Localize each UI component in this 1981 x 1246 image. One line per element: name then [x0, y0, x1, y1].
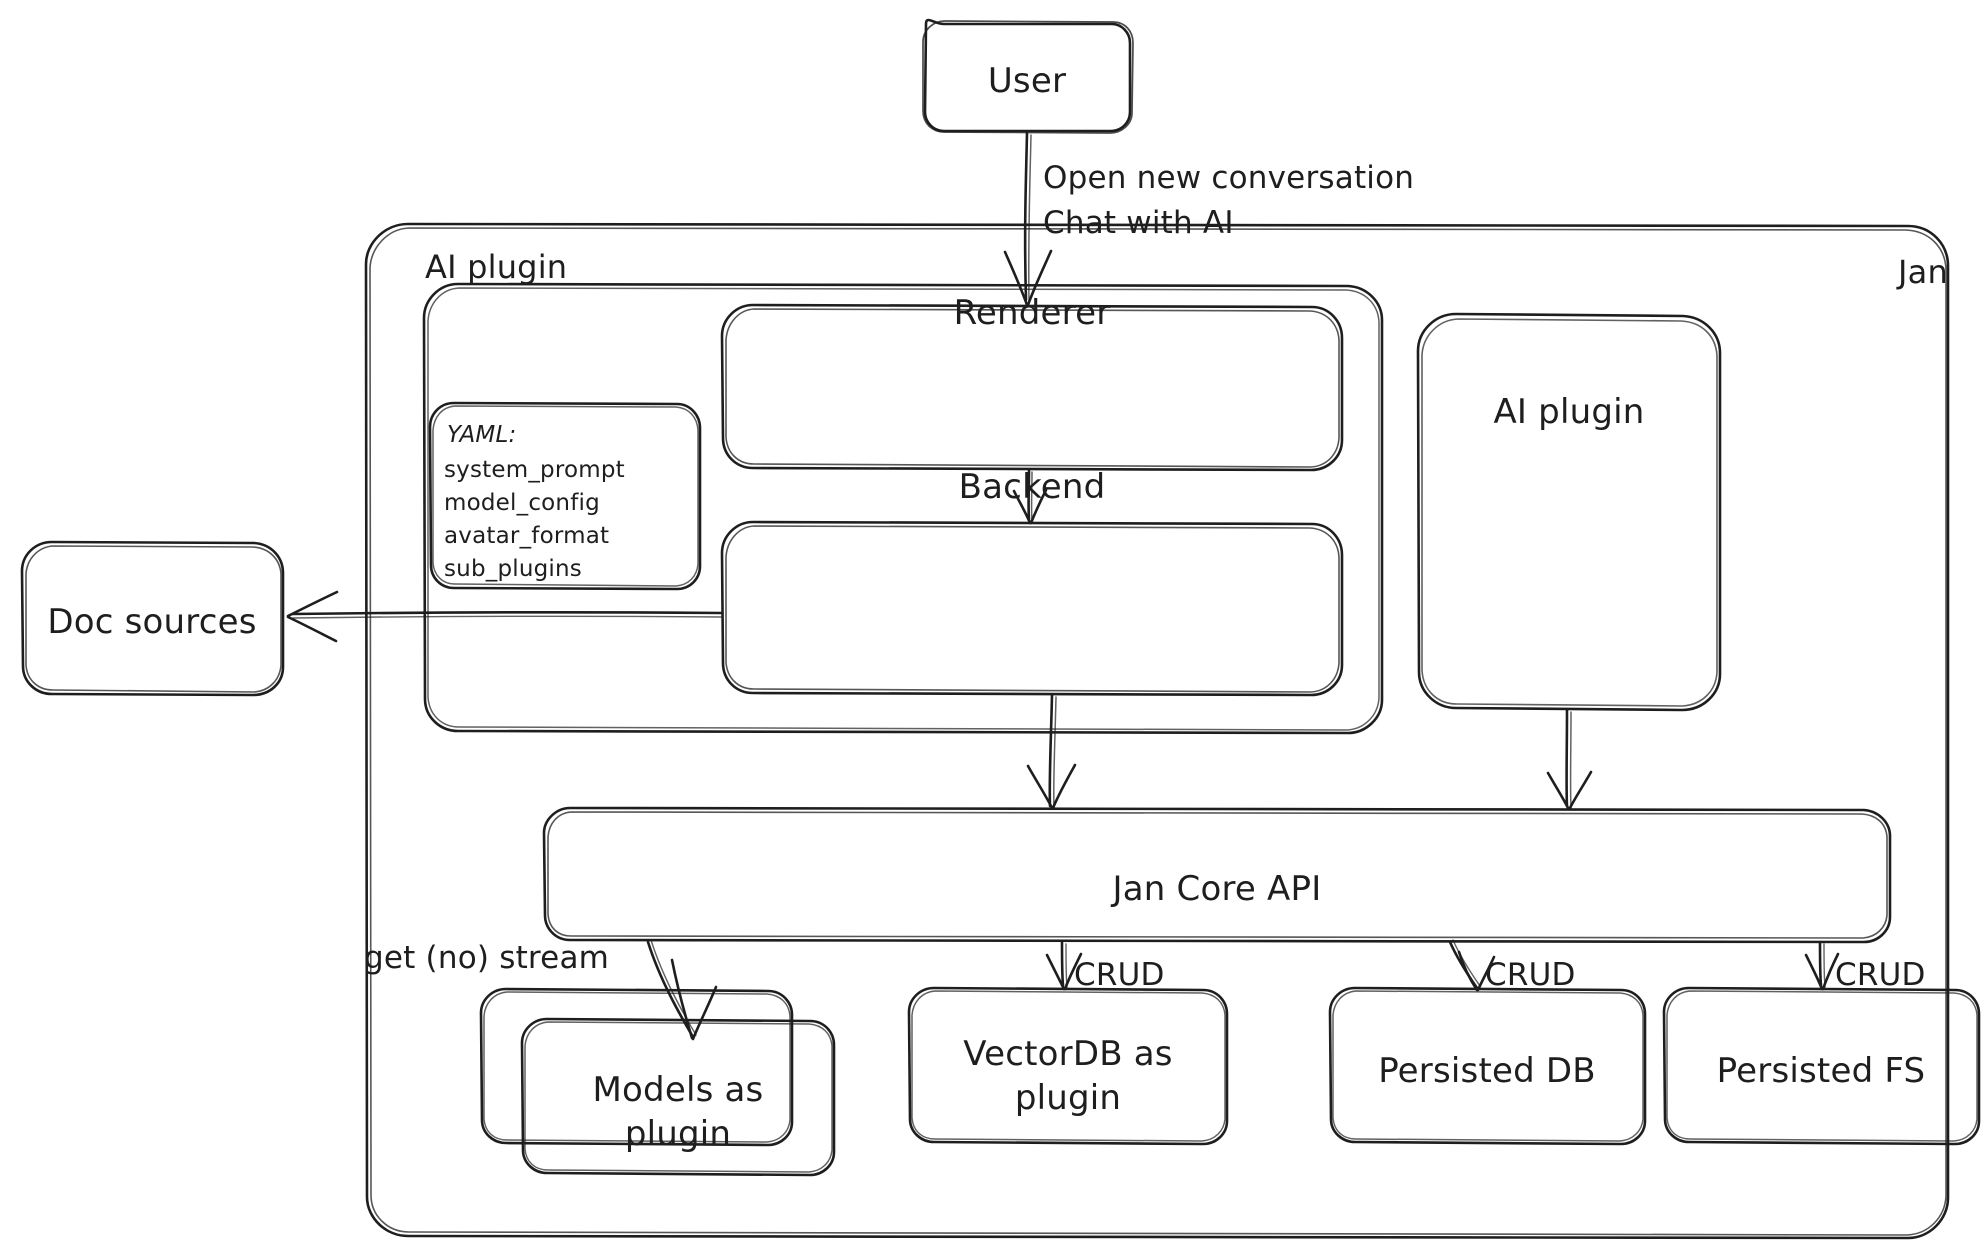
- arrow-core-to-models: [646, 939, 718, 1041]
- jan-core-api-box-shape: [542, 806, 1892, 944]
- persisted-fs-box-shape: [1662, 986, 1981, 1146]
- arrow-user-to-renderer: [1003, 131, 1053, 307]
- arrow-ai-plugin-to-core: [1546, 708, 1593, 810]
- user-box-shape: [922, 18, 1134, 134]
- arrow-core-to-persisted-fs: [1804, 940, 1840, 991]
- ai-plugin-group-shape: [422, 282, 1384, 735]
- persisted-db-box-shape: [1328, 986, 1647, 1146]
- arrow-backend-to-doc-sources: [286, 590, 724, 643]
- arrow-backend-to-core: [1026, 693, 1077, 810]
- arrow-core-to-persisted-db: [1448, 939, 1496, 992]
- yaml-box-shape: [428, 401, 702, 591]
- arrow-renderer-to-backend: [1012, 468, 1048, 525]
- renderer-box-shape: [720, 303, 1344, 472]
- backend-box-shape: [720, 520, 1344, 697]
- arrow-core-to-vectordb: [1045, 940, 1083, 991]
- vectordb-plugin-box-shape: [907, 986, 1229, 1146]
- models-plugin-box-shape: [479, 987, 836, 1177]
- jan-container-shape: [364, 222, 1950, 1240]
- doc-sources-box-shape: [20, 540, 285, 697]
- ai-plugin-box-shape: [1416, 312, 1722, 712]
